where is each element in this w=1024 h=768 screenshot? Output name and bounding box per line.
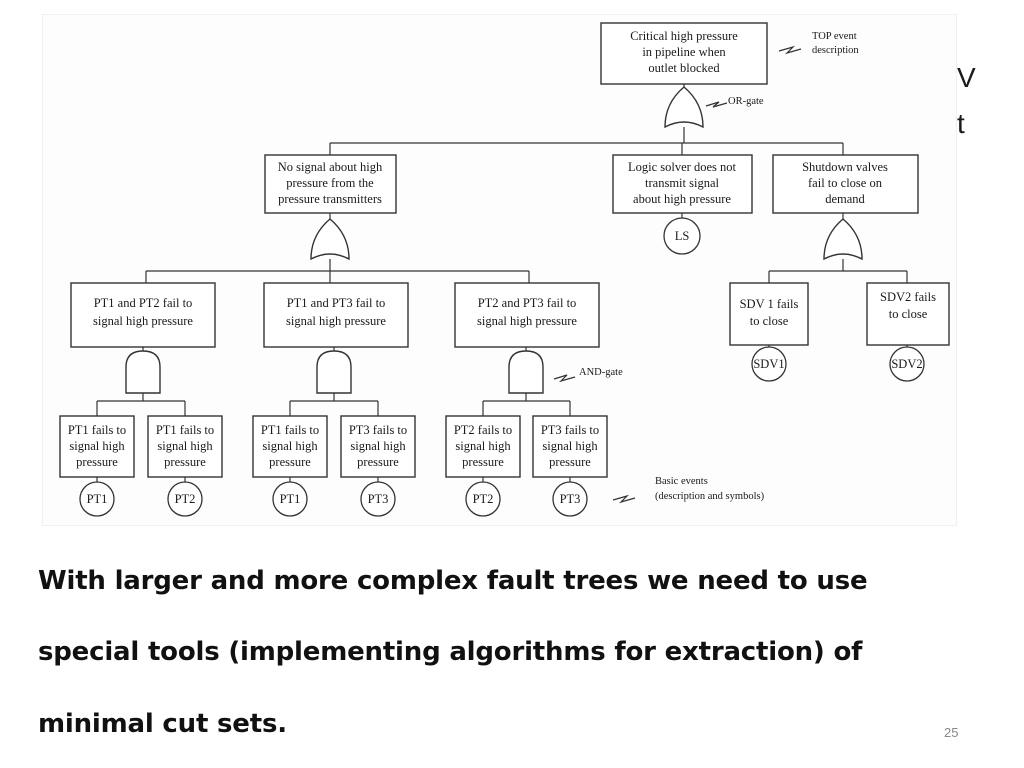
basic-event-2-line-3: pressure — [164, 455, 206, 469]
basic-events-annotation: Basic events (description and symbols) — [612, 476, 765, 504]
shutdown-valves-line-1: Shutdown valves — [802, 160, 888, 174]
sdv1-line-1: SDV 1 fails — [740, 297, 799, 311]
event-sdv1: SDV 1 fails to close — [729, 282, 809, 346]
body-text-line-1: With larger and more complex fault trees… — [38, 566, 868, 596]
body-text-line-3: minimal cut sets. — [38, 709, 287, 739]
basic-event-circle-1: PT1 — [79, 481, 115, 517]
basic-event-circle-4: PT3 — [360, 481, 396, 517]
sdv2-line-2: to close — [889, 307, 928, 321]
event-shutdown-valves: Shutdown valves fail to close on demand — [772, 154, 919, 214]
basic-event-1-line-1: PT1 fails to — [68, 423, 126, 437]
top-event-box: Critical high pressure in pipeline when … — [600, 22, 768, 85]
basic-event-2-symbol: PT2 — [175, 492, 196, 506]
and-gate-annotation: AND-gate — [553, 367, 623, 383]
pt1-pt3-line-1: PT1 and PT3 fail to — [287, 296, 386, 310]
event-logic-solver: Logic solver does not transmit signal ab… — [612, 154, 753, 214]
sdv2-line-1: SDV2 fails — [880, 290, 936, 304]
basic-event-6-line-2: signal high — [542, 439, 598, 453]
sdv1-symbol: SDV1 — [753, 357, 784, 371]
shutdown-valves-line-2: fail to close on — [808, 176, 883, 190]
basic-event-4-line-3: pressure — [357, 455, 399, 469]
basic-event-box-4: PT3 fails to signal high pressure — [340, 415, 416, 478]
basic-event-box-5: PT2 fails to signal high pressure — [445, 415, 521, 478]
top-event-annotation: TOP event description — [778, 31, 859, 56]
cut-off-letter-1: V — [957, 62, 976, 93]
ls-symbol: LS — [675, 229, 690, 243]
pt2-pt3-line-1: PT2 and PT3 fail to — [478, 296, 577, 310]
or-gate-annotation: OR-gate — [705, 96, 764, 108]
top-event-annotation-line-1: TOP event — [812, 31, 857, 42]
basic-event-sdv2: SDV2 — [889, 346, 925, 382]
fault-tree-svg: Critical high pressure in pipeline when … — [59, 22, 950, 517]
basic-event-circle-6: PT3 — [552, 481, 588, 517]
event-pt2-pt3: PT2 and PT3 fail to signal high pressure — [454, 282, 600, 348]
basic-event-3-line-3: pressure — [269, 455, 311, 469]
basic-event-circle-5: PT2 — [465, 481, 501, 517]
basic-event-5-line-3: pressure — [462, 455, 504, 469]
basic-event-5-symbol: PT2 — [473, 492, 494, 506]
sdv1-line-2: to close — [750, 314, 789, 328]
and-gate-pt2-pt3 — [508, 350, 544, 394]
basic-event-4-line-1: PT3 fails to — [349, 423, 407, 437]
pt1-pt3-line-2: signal high pressure — [286, 314, 386, 328]
basic-event-circle-3: PT1 — [272, 481, 308, 517]
basic-event-2-line-2: signal high — [157, 439, 213, 453]
and-gate-label: AND-gate — [579, 367, 623, 378]
page-number: 25 — [944, 725, 959, 740]
basic-event-circle-2: PT2 — [167, 481, 203, 517]
basic-event-3-line-1: PT1 fails to — [261, 423, 319, 437]
event-no-signal: No signal about high pressure from the p… — [264, 154, 397, 214]
basic-events-annotation-line-2: (description and symbols) — [655, 491, 765, 502]
basic-event-5-line-2: signal high — [455, 439, 511, 453]
basic-event-6-line-1: PT3 fails to — [541, 423, 599, 437]
basic-event-2-line-1: PT1 fails to — [156, 423, 214, 437]
pt1-pt2-line-2: signal high pressure — [93, 314, 193, 328]
basic-event-box-6: PT3 fails to signal high pressure — [532, 415, 608, 478]
no-signal-line-2: pressure from the — [286, 176, 374, 190]
basic-event-3-line-2: signal high — [262, 439, 318, 453]
event-pt1-pt3: PT1 and PT3 fail to signal high pressure — [263, 282, 409, 348]
and-gate-pt1-pt2 — [125, 350, 161, 394]
cut-off-letter-2: t — [957, 108, 965, 139]
basic-event-1-line-3: pressure — [76, 455, 118, 469]
sdv2-symbol: SDV2 — [891, 357, 922, 371]
and-gate-pt1-pt3 — [316, 350, 352, 394]
connector-lines — [96, 84, 908, 482]
body-text-line-2: special tools (implementing algorithms f… — [38, 637, 863, 667]
or-gate-label: OR-gate — [728, 96, 764, 107]
basic-event-4-symbol: PT3 — [368, 492, 389, 506]
no-signal-line-1: No signal about high — [278, 160, 383, 174]
basic-event-5-line-1: PT2 fails to — [454, 423, 512, 437]
basic-event-box-1: PT1 fails to signal high pressure — [59, 415, 135, 478]
basic-event-ls: LS — [663, 217, 701, 255]
top-event-line-3: outlet blocked — [648, 61, 720, 75]
basic-event-3-symbol: PT1 — [280, 492, 301, 506]
basic-event-6-line-3: pressure — [549, 455, 591, 469]
top-event-line-1: Critical high pressure — [630, 29, 738, 43]
pt1-pt2-line-1: PT1 and PT2 fail to — [94, 296, 193, 310]
basic-event-box-3: PT1 fails to signal high pressure — [252, 415, 328, 478]
top-event-annotation-line-2: description — [812, 45, 859, 56]
basic-event-6-symbol: PT3 — [560, 492, 581, 506]
basic-event-1-symbol: PT1 — [87, 492, 108, 506]
logic-solver-line-2: transmit signal — [645, 176, 719, 190]
event-sdv2: SDV2 fails to close — [866, 282, 950, 346]
or-gate-top — [664, 86, 704, 129]
basic-event-sdv1: SDV1 — [751, 346, 787, 382]
basic-events-annotation-line-1: Basic events — [655, 476, 708, 487]
or-gate-shutdown-valves — [823, 218, 863, 261]
shutdown-valves-line-3: demand — [825, 192, 865, 206]
no-signal-line-3: pressure transmitters — [278, 192, 382, 206]
basic-event-4-line-2: signal high — [350, 439, 406, 453]
pt2-pt3-line-2: signal high pressure — [477, 314, 577, 328]
top-event-line-2: in pipeline when — [642, 45, 726, 59]
or-gate-pressure-transmitters — [310, 218, 350, 261]
logic-solver-line-3: about high pressure — [633, 192, 731, 206]
basic-event-box-2: PT1 fails to signal high pressure — [147, 415, 223, 478]
event-pt1-pt2: PT1 and PT2 fail to signal high pressure — [70, 282, 216, 348]
logic-solver-line-1: Logic solver does not — [628, 160, 736, 174]
fault-tree-diagram: Critical high pressure in pipeline when … — [42, 14, 957, 526]
basic-event-1-line-2: signal high — [69, 439, 125, 453]
